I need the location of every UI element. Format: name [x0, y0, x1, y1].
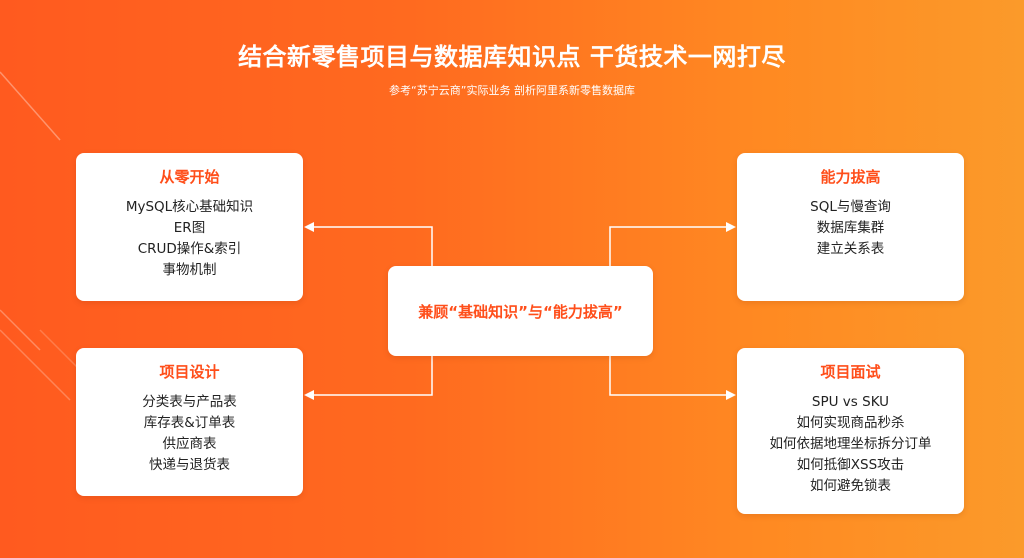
card-project-design: 项目设计 分类表与产品表 库存表&订单表 供应商表 快递与退货表 [76, 348, 303, 496]
card-item-list: MySQL核心基础知识 ER图 CRUD操作&索引 事物机制 [76, 197, 303, 281]
list-item: 数据库集群 [816, 220, 885, 236]
list-item: SPU vs SKU [811, 394, 890, 410]
list-item: SQL与慢查询 [810, 199, 891, 215]
list-item: 如何抵御XSS攻击 [796, 457, 905, 473]
list-item: 供应商表 [162, 436, 217, 452]
connector-top-right [609, 226, 729, 266]
center-node: 兼顾“基础知识”与“能力拔高” [388, 266, 653, 356]
connector-bottom-left [311, 356, 433, 396]
arrow-left-icon [304, 222, 314, 232]
card-item-list: SPU vs SKU 如何实现商品秒杀 如何依据地理坐标拆分订单 如何抵御XSS… [737, 392, 964, 497]
connector-top-left [311, 226, 433, 266]
list-item: 如何依据地理坐标拆分订单 [769, 436, 932, 452]
page-subtitle: 参考“苏宁云商”实际业务 剖析阿里系新零售数据库 [389, 84, 635, 97]
list-item: 事物机制 [162, 262, 217, 278]
arrow-right-icon [726, 222, 736, 232]
list-item: 分类表与产品表 [142, 394, 237, 410]
arrow-left-icon [304, 390, 314, 400]
card-title: 从零开始 [159, 168, 220, 186]
card-title: 项目设计 [159, 363, 220, 381]
list-item: 如何实现商品秒杀 [796, 415, 905, 431]
card-item-list: SQL与慢查询 数据库集群 建立关系表 [737, 197, 964, 260]
list-item: ER图 [173, 220, 206, 236]
card-title: 项目面试 [820, 363, 881, 381]
list-item: MySQL核心基础知识 [125, 199, 254, 215]
card-title: 能力拔高 [820, 168, 881, 186]
arrow-right-icon [726, 390, 736, 400]
list-item: 库存表&订单表 [143, 415, 236, 431]
connector-bottom-right [609, 356, 729, 396]
card-item-list: 分类表与产品表 库存表&订单表 供应商表 快递与退货表 [76, 392, 303, 476]
list-item: CRUD操作&索引 [137, 241, 242, 257]
list-item: 快递与退货表 [149, 457, 230, 473]
card-from-zero: 从零开始 MySQL核心基础知识 ER图 CRUD操作&索引 事物机制 [76, 153, 303, 301]
card-interview: 项目面试 SPU vs SKU 如何实现商品秒杀 如何依据地理坐标拆分订单 如何… [737, 348, 964, 514]
list-item: 建立关系表 [816, 241, 885, 257]
list-item: 如何避免锁表 [810, 478, 891, 494]
page-title: 结合新零售项目与数据库知识点 干货技术一网打尽 [238, 43, 786, 71]
center-label: 兼顾“基础知识”与“能力拔高” [418, 302, 623, 321]
card-advanced: 能力拔高 SQL与慢查询 数据库集群 建立关系表 [737, 153, 964, 301]
